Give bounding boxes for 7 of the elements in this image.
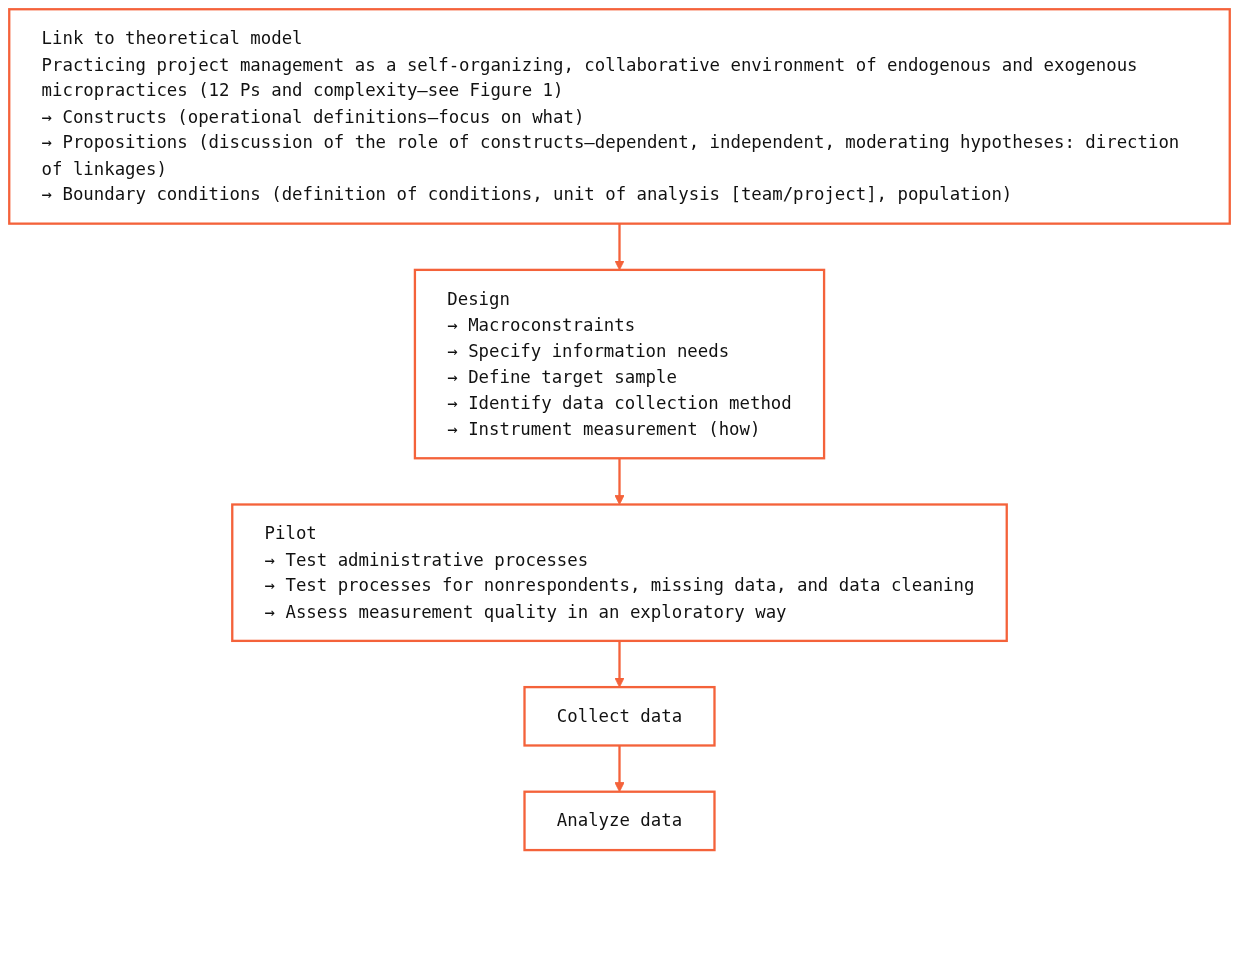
node-box: Analyze data: [523, 790, 716, 852]
node-box: Design → Macroconstraints → Specify information needs → Define target sample → Identify data collection method → Instrument measurement (how): [413, 268, 826, 460]
node-box: Pilot → Test administrative processes → Test processes for nonrespondents, missing data, and data cleaning → Assess measurement quality in an exploratory way: [231, 503, 1008, 643]
arrow: [614, 458, 625, 505]
arrow: [614, 640, 625, 688]
node-box: Collect data: [523, 685, 716, 747]
node-box: Link to theoretical model Practicing project management as a self-organizing, collaborative environment of endogenous and exogenous micropractices (12 Ps and complexity—see Figure 1) → Constructs (operational definitions—focus on what) → Propositions (discussion of the role of constructs—dependent, independent, moderating hypotheses: direction of linkages) → Boundary conditions (definition of conditions, unit of analysis [team/project], population): [8, 8, 1231, 225]
